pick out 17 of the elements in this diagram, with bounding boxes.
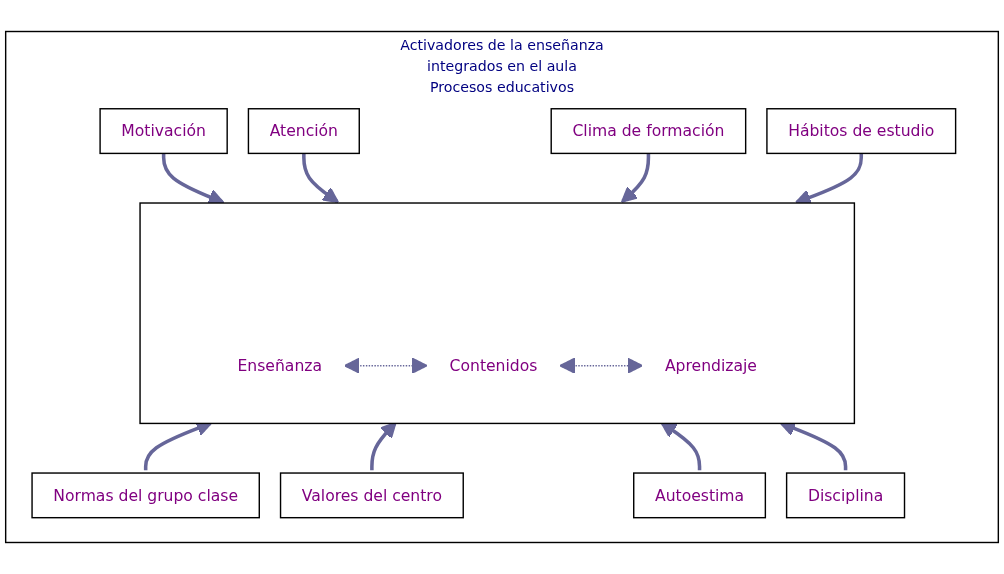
node-box: Motivación <box>99 108 228 155</box>
node-text: Aprendizaje <box>664 356 757 375</box>
cluster <box>139 202 856 425</box>
arrow <box>620 153 651 203</box>
arrow <box>302 153 339 203</box>
node-box: Normas del grupo clase <box>31 472 260 519</box>
node-box: Autoestima <box>633 472 767 519</box>
arrow <box>559 357 644 374</box>
node-box: Disciplina <box>785 472 906 519</box>
arrow <box>161 153 225 205</box>
node-box: Atención <box>247 108 360 155</box>
node-box: Clima de formación <box>550 108 747 155</box>
node-text: Contenidos <box>449 356 538 375</box>
node-box: Valores del centro <box>279 472 464 519</box>
node-box: Hábitos de estudio <box>766 108 957 155</box>
node-text: Enseñanza <box>237 356 323 375</box>
arrow <box>343 357 428 374</box>
